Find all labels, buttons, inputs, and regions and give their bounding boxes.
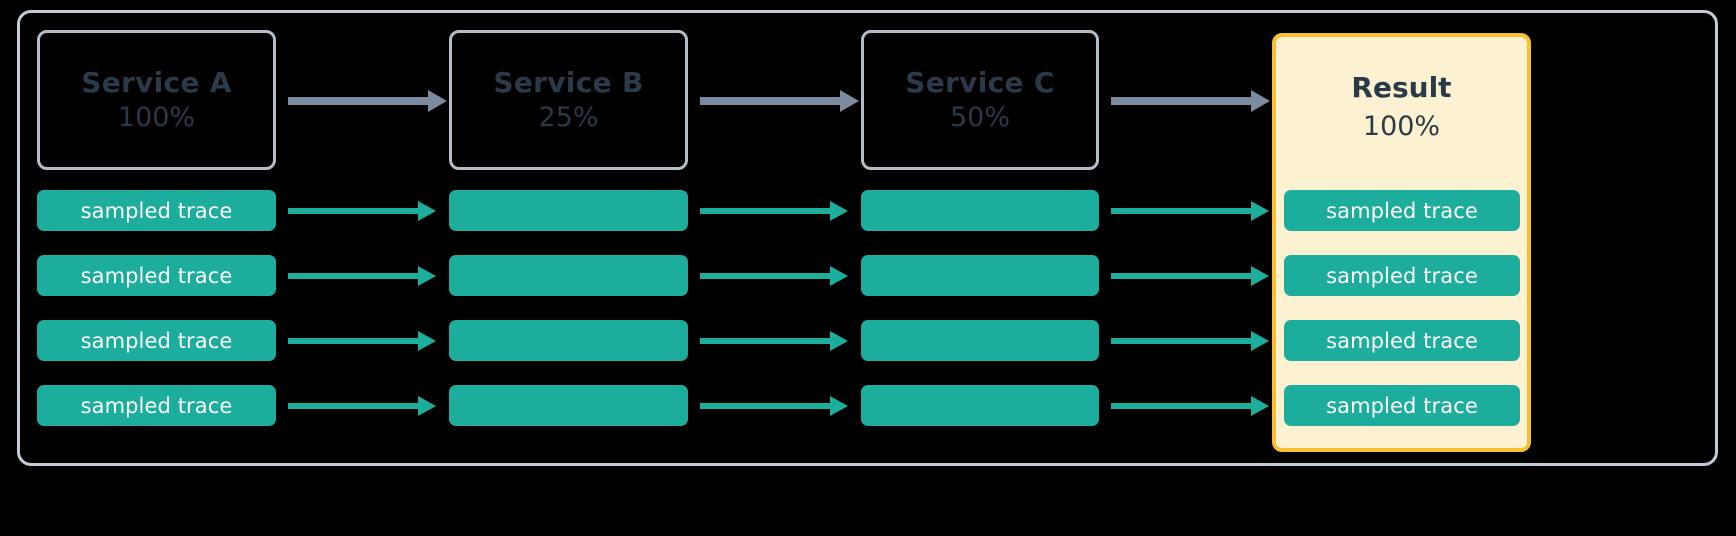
service-b-title: Service B [493, 66, 644, 100]
trace-bar-label: sampled trace [1326, 263, 1478, 288]
trace-bar: sampled trace [1284, 190, 1520, 231]
trace-bar-label: sampled trace [1326, 393, 1478, 418]
result-panel: Result 100% [1272, 33, 1531, 452]
trace-bar: sampled trace [37, 385, 276, 426]
trace-bar-label: sampled trace [80, 393, 233, 418]
service-c-percent: 50% [949, 101, 1010, 133]
service-box-b: Service B 25% [449, 30, 688, 170]
trace-bar: sampled trace [37, 320, 276, 361]
trace-bar [861, 320, 1099, 361]
trace-bar-label: sampled trace [1326, 328, 1478, 353]
trace-bar [449, 385, 688, 426]
trace-bar: sampled trace [1284, 320, 1520, 361]
service-c-title: Service C [905, 66, 1055, 100]
service-a-title: Service A [81, 66, 232, 100]
trace-bar [861, 190, 1099, 231]
trace-bar-label: sampled trace [1326, 198, 1478, 223]
trace-bar-label: sampled trace [80, 263, 233, 288]
diagram-outer-frame [17, 10, 1718, 466]
trace-bar: sampled trace [1284, 255, 1520, 296]
service-box-a: Service A 100% [37, 30, 276, 170]
trace-bar-label: sampled trace [80, 198, 233, 223]
trace-bar: sampled trace [1284, 385, 1520, 426]
result-title: Result [1351, 71, 1452, 104]
service-a-percent: 100% [117, 101, 196, 133]
trace-bar [449, 320, 688, 361]
trace-bar [861, 385, 1099, 426]
trace-bar-label: sampled trace [80, 328, 233, 353]
service-b-percent: 25% [538, 101, 599, 133]
result-percent: 100% [1362, 111, 1441, 142]
service-box-c: Service C 50% [861, 30, 1099, 170]
trace-bar [861, 255, 1099, 296]
trace-bar [449, 190, 688, 231]
trace-bar [449, 255, 688, 296]
trace-bar: sampled trace [37, 190, 276, 231]
trace-bar: sampled trace [37, 255, 276, 296]
